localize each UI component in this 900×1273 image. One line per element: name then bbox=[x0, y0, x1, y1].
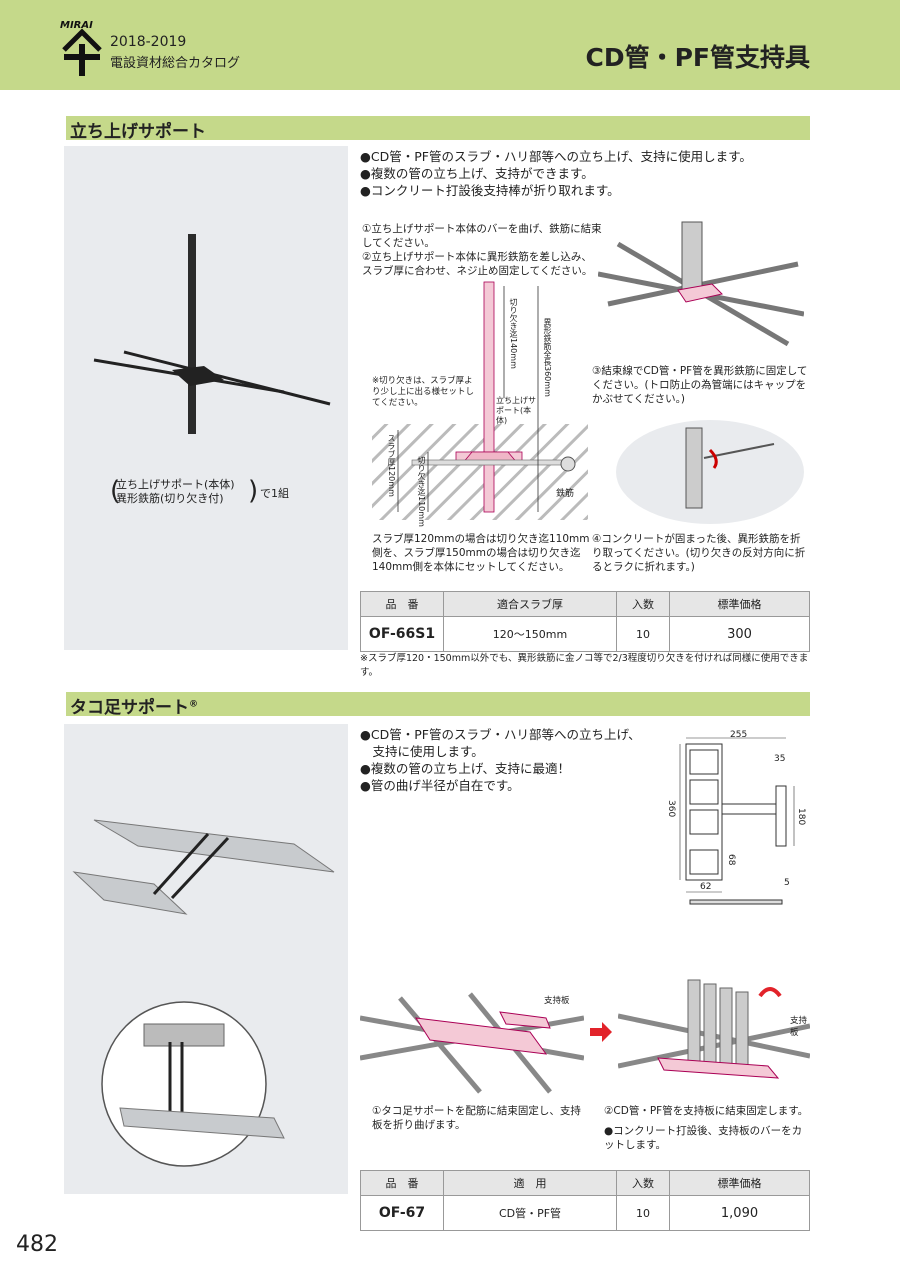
install-step3-illustration bbox=[597, 214, 805, 360]
slab-thickness-note: スラブ厚120mmの場合は切り欠き迄110mm側を、スラブ厚150mmの場合は切… bbox=[372, 533, 590, 573]
label-rebar-360: 異形鉄筋全長360mm bbox=[543, 318, 552, 397]
feature-item: ●管の曲げ半径が自在です。 bbox=[360, 778, 520, 793]
col-header: 品 番 bbox=[360, 1170, 444, 1196]
dim-35: 35 bbox=[774, 754, 786, 764]
feature-list: ●CD管・PF管のスラブ・ハリ部等への立ち上げ、支持に使用します。 ●複数の管の… bbox=[360, 148, 810, 199]
catalog-name: 電設資材総合カタログ bbox=[110, 56, 241, 71]
page-title: CD管・PF管支持具 bbox=[585, 43, 810, 72]
spec-table-of67: 品 番 適 用 入数 標準価格 OF-67 CD管・PF管 10 1,090 bbox=[360, 1170, 810, 1231]
octopus-step-1-text: ①タコ足サポートを配筋に結束固定し、支持板を折り曲げます。 bbox=[372, 1105, 581, 1131]
feature-list-2: ●CD管・PF管のスラブ・ハリ部等への立ち上げ、 支持に使用します。 ●複数の管… bbox=[360, 726, 660, 794]
table-row: OF-67 CD管・PF管 10 1,090 bbox=[360, 1195, 810, 1231]
close-paren-icon: ) bbox=[248, 476, 259, 506]
label-slab-thickness: スラブ厚120mm bbox=[387, 434, 396, 497]
dim-62: 62 bbox=[700, 882, 712, 892]
step-2-text: ②立ち上げサポート本体に異形鉄筋を差し込み、スラブ厚に合わせ、ネジ止め固定してく… bbox=[362, 251, 593, 277]
feature-item: ●複数の管の立ち上げ、支持に最適！ bbox=[360, 761, 571, 776]
notch-note: ※切り欠きは、スラブ厚より少し上に出る様セットしてください。 bbox=[372, 376, 475, 408]
install-step4-illustration bbox=[614, 418, 806, 526]
label-support-plate-2: 支持板 bbox=[790, 1016, 808, 1038]
slab-range: 120〜150mm bbox=[443, 616, 617, 652]
registered-mark: ® bbox=[189, 699, 198, 710]
label-support-plate: 支持板 bbox=[544, 996, 570, 1006]
set-suffix: で1組 bbox=[260, 487, 289, 500]
col-header: 入数 bbox=[616, 1170, 670, 1196]
page-header bbox=[0, 0, 900, 90]
spec-table-of66s1: 品 番 適合スラブ厚 入数 標準価格 OF-66S1 120〜150mm 10 … bbox=[360, 591, 810, 652]
part-number: OF-67 bbox=[360, 1195, 444, 1231]
set-item-body: 立ち上げサポート(本体) bbox=[116, 478, 235, 491]
feature-item: ●コンクリート打設後支持棒が折り取れます。 bbox=[360, 183, 620, 198]
octopus-step1-illustration: 支持板 bbox=[359, 988, 585, 1094]
dim-360: 360 bbox=[666, 800, 676, 818]
application: CD管・PF管 bbox=[443, 1195, 617, 1231]
octopus-step2-illustration: 支持板 bbox=[617, 966, 811, 1094]
installation-diagram: 切り欠き迄140mm 異形鉄筋全長360mm ※切り欠きは、スラブ厚より少し上に… bbox=[372, 278, 588, 530]
feature-item: ●CD管・PF管のスラブ・ハリ部等への立ち上げ、 bbox=[360, 727, 641, 742]
set-contents: 立ち上げサポート(本体) 異形鉄筋(切り欠き付) bbox=[116, 478, 235, 506]
section-bar-riser-support bbox=[66, 116, 810, 140]
col-header: 適 用 bbox=[443, 1170, 617, 1196]
dim-5: 5 bbox=[784, 878, 790, 888]
page-number: 482 bbox=[16, 1232, 58, 1257]
dim-68: 68 bbox=[726, 854, 736, 866]
open-paren-icon: ( bbox=[110, 476, 121, 506]
arrow-icon bbox=[590, 1022, 612, 1042]
col-header: 適合スラブ厚 bbox=[443, 591, 617, 617]
section-title-text: タコ足サポート bbox=[70, 698, 189, 718]
product-photo-panel: 立ち上げサポート(本体) 異形鉄筋(切り欠き付) ( ) で1組 bbox=[64, 146, 348, 650]
octopus-step-2b-text: ●コンクリート打設後、支持板のバーをカットします。 bbox=[604, 1125, 803, 1151]
quantity: 10 bbox=[616, 616, 670, 652]
section-title-riser-support: 立ち上げサポート bbox=[70, 122, 206, 142]
product-photo-panel-2 bbox=[64, 724, 348, 1194]
dimension-drawing: 255 35 360 180 68 62 5 bbox=[664, 730, 810, 916]
feature-item: ●複数の管の立ち上げ、支持ができます。 bbox=[360, 166, 594, 181]
section-bar-octopus-support bbox=[66, 692, 810, 716]
step-4-text: ④コンクリートが固まった後、異形鉄筋を折り取ってください。(切り欠きの反対方向に… bbox=[592, 533, 806, 573]
octopus-step-2-text: ②CD管・PF管を支持板に結束固定します。 bbox=[604, 1105, 809, 1117]
price: 300 bbox=[669, 616, 810, 652]
riser-support-photo bbox=[93, 234, 331, 434]
feature-item: ●CD管・PF管のスラブ・ハリ部等への立ち上げ、支持に使用します。 bbox=[360, 149, 752, 164]
set-item-rebar: 異形鉄筋(切り欠き付) bbox=[116, 492, 224, 505]
dim-255: 255 bbox=[730, 730, 748, 740]
col-header: 標準価格 bbox=[669, 591, 810, 617]
octopus-support-photo bbox=[72, 819, 335, 1167]
price: 1,090 bbox=[669, 1195, 810, 1231]
step-3-text: ③結束線でCD管・PF管を異形鉄筋に固定してください。(トロ防止の為管端にはキャ… bbox=[592, 365, 808, 405]
col-header: 品 番 bbox=[360, 591, 444, 617]
col-header: 標準価格 bbox=[669, 1170, 810, 1196]
feature-item: 支持に使用します。 bbox=[360, 744, 484, 759]
mirai-logo: MIRAI bbox=[58, 14, 106, 78]
catalog-year: 2018-2019 bbox=[110, 34, 187, 50]
quantity: 10 bbox=[616, 1195, 670, 1231]
label-rebar: 鉄筋 bbox=[556, 489, 575, 499]
step-1-text: ①立ち上げサポート本体のバーを曲げ、鉄筋に結束してください。 bbox=[362, 223, 602, 249]
label-notch-140: 切り欠き迄140mm bbox=[509, 298, 518, 369]
col-header: 入数 bbox=[616, 591, 670, 617]
part-number: OF-66S1 bbox=[360, 616, 444, 652]
table-row: OF-66S1 120〜150mm 10 300 bbox=[360, 616, 810, 652]
logo-lettering: MIRAI bbox=[60, 20, 93, 31]
section-title-octopus-support: タコ足サポート® bbox=[70, 693, 198, 718]
label-notch-110: 切り欠き迄110mm bbox=[417, 456, 426, 527]
footnote: ※スラブ厚120・150mm以外でも、異形鉄筋に金ノコ等で2/3程度切り欠きを付… bbox=[360, 653, 809, 678]
label-support-body: 立ち上げサポート(本体) bbox=[496, 396, 536, 425]
dim-180: 180 bbox=[796, 808, 806, 826]
